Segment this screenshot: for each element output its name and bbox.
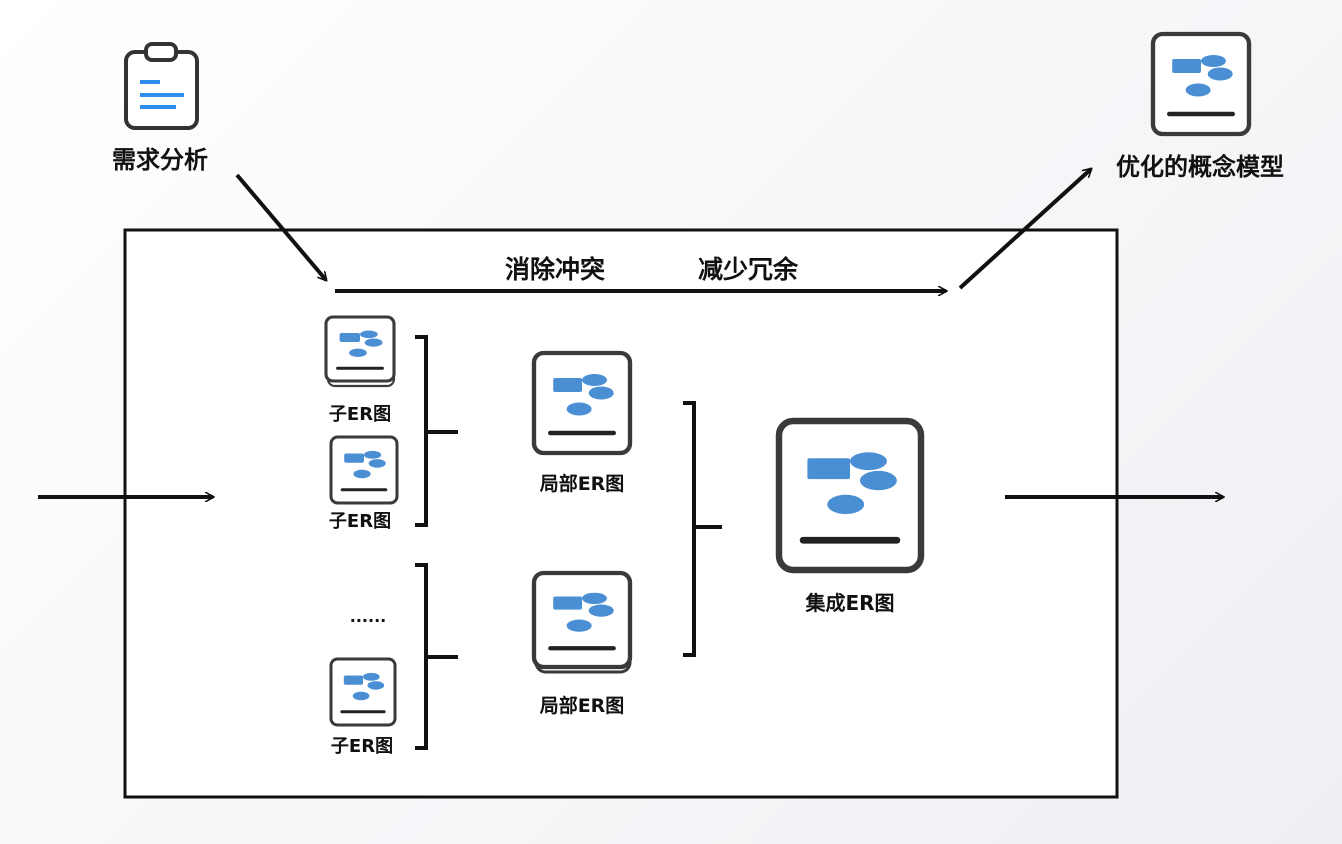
local-er-label: 局部ER图 [540, 694, 625, 717]
local-er-label: 局部ER图 [540, 472, 625, 495]
ellipsis: ...... [350, 607, 386, 626]
attribute-ellipse [588, 604, 614, 617]
entity-box [553, 596, 582, 610]
sub-er-icon [329, 657, 397, 727]
process-boundary-box [123, 228, 1119, 799]
attribute-ellipse [582, 592, 607, 605]
attribute-ellipse [588, 386, 614, 400]
attribute-ellipse [566, 402, 592, 416]
local-er-icon [531, 570, 633, 674]
clipboard-icon [124, 42, 199, 130]
entity-box [1172, 59, 1201, 73]
sub-er-label: 子ER图 [329, 511, 391, 532]
step-reduce-redundancy: 减少冗余 [698, 255, 799, 284]
attribute-ellipse [566, 619, 592, 632]
attribute-ellipse [363, 672, 380, 681]
concept-model-icon [1150, 31, 1252, 137]
sub-er-icon [324, 315, 396, 388]
attribute-ellipse [1207, 67, 1233, 81]
bracket-sub-to-local-1 [415, 335, 458, 527]
step-eliminate-conflicts: 消除冲突 [505, 255, 605, 284]
entity-box [344, 453, 364, 463]
entity-box [553, 378, 582, 392]
attribute-ellipse [360, 330, 378, 339]
integrated-er-icon [775, 417, 925, 574]
input-arrow [235, 173, 326, 280]
attribute-ellipse [367, 681, 385, 690]
bracket-sub-to-local-2 [415, 563, 458, 750]
local-er-icon [531, 350, 633, 456]
attribute-ellipse [352, 691, 370, 701]
attribute-ellipse [364, 450, 382, 459]
entity-box [343, 675, 363, 685]
entity-box [807, 458, 850, 480]
bracket-local-to-integrated [683, 401, 722, 657]
sub-er-icon [329, 435, 399, 505]
attribute-ellipse [1201, 55, 1226, 67]
attribute-ellipse [368, 459, 386, 468]
input-label: 需求分析 [112, 146, 208, 174]
output-arrow [958, 169, 1091, 290]
integrated-er-label: 集成ER图 [804, 591, 894, 615]
attribute-ellipse [582, 374, 607, 386]
attribute-ellipse [364, 338, 383, 347]
attribute-ellipse [859, 470, 897, 491]
sub-er-label: 子ER图 [331, 736, 393, 757]
output-label: 优化的概念模型 [1116, 153, 1284, 181]
attribute-ellipse [850, 452, 887, 471]
attribute-ellipse [349, 348, 367, 357]
attribute-ellipse [827, 494, 865, 515]
attribute-ellipse [353, 469, 371, 479]
attribute-ellipse [1185, 83, 1211, 97]
sub-er-label: 子ER图 [329, 404, 391, 425]
entity-box [339, 333, 360, 342]
